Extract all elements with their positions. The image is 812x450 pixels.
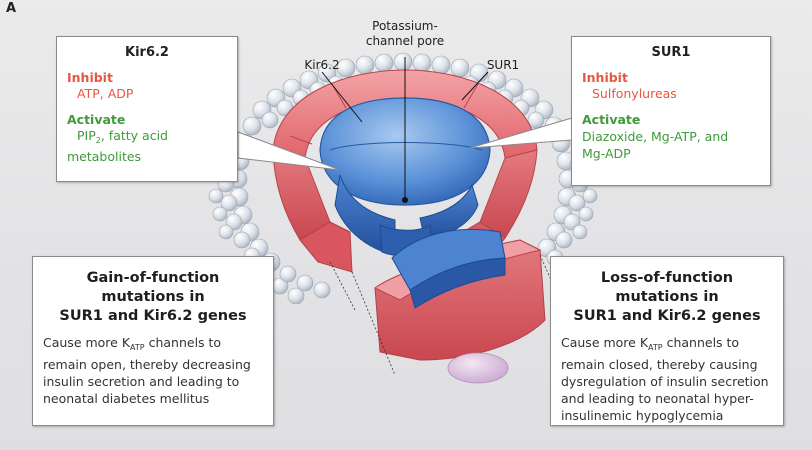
loss-body: Cause more KATP channels to remain close… [561,334,773,424]
kir-activate-heading: Activate [67,112,126,127]
kir-structure-label: Kir6.2 [304,58,340,72]
sur-activate-heading: Activate [582,112,641,127]
loss-of-function-box: Loss-of-function mutations in SUR1 and K… [550,256,784,426]
gain-body-line3: insulin secretion and leading to [43,374,240,389]
loss-body-line5: insulinemic hypoglycemia [561,408,724,423]
loss-body-pre: Cause more K [561,335,649,350]
gain-body-line1: Cause more KATP channels to [43,334,263,356]
gain-title: Gain-of-function mutations in SUR1 and K… [43,269,263,326]
loss-body-sub: ATP [648,343,663,352]
kir-activate-line2: metabolites [67,149,142,164]
loss-body-line1: Cause more KATP channels to [561,334,773,356]
sur-inhibit-heading: Inhibit [582,70,628,85]
kir-activate-text: PIP2, fatty acid [67,128,227,149]
kir-activate-post: , fatty acid [100,128,168,143]
pore-label-line2: channel pore [365,34,445,48]
panel-letter: A [6,1,17,16]
kir-inhibit-text: ATP, ADP [77,86,134,101]
loss-body-line3: dysregulation of insulin secretion [561,374,769,389]
sur-inhibit-text: Sulfonylureas [592,86,677,101]
gain-body: Cause more KATP channels to remain open,… [43,334,263,407]
gain-body-sub: ATP [130,343,145,352]
loss-title-line2: SUR1 and Kir6.2 genes [573,308,761,324]
gain-of-function-box: Gain-of-function mutations in SUR1 and K… [32,256,274,426]
purple-domain [447,352,509,384]
loss-body-post: channels to [662,335,740,350]
pore-label: Potassium- channel pore [358,19,452,49]
sur-pointer [461,71,489,101]
loss-body-line4: and leading to neonatal hyper- [561,391,754,406]
gain-title-line2: SUR1 and Kir6.2 genes [59,308,247,324]
kir-activate-pre: PIP [77,128,96,143]
gain-title-line1: Gain-of-function mutations in [86,270,220,305]
gain-body-line2: remain open, thereby decreasing [43,357,251,372]
loss-title: Loss-of-function mutations in SUR1 and K… [561,269,773,326]
kir-box-wedge [237,131,341,171]
gain-body-post: channels to [144,335,222,350]
kir-pointer [321,71,363,123]
kir-activate-sub: 2 [95,136,101,145]
pore-label-line1: Potassium- [372,19,438,33]
pore-pointer [402,57,408,203]
kir-info-box: Kir6.2 Inhibit ATP, ADP Activate PIP2, f… [56,36,238,182]
sur-box-title: SUR1 [651,45,691,60]
gain-body-pre: Cause more K [43,335,131,350]
kir62-subunits [319,97,506,309]
sur-activate-line2: Mg-ADP [582,146,631,161]
kir-inhibit-heading: Inhibit [67,70,113,85]
loss-title-line1: Loss-of-function mutations in [600,270,734,305]
sur-activate-line1: Diazoxide, Mg-ATP, and [582,129,729,144]
gain-body-line4: neonatal diabetes mellitus [43,391,210,406]
loss-body-line2: remain closed, thereby causing [561,357,758,372]
kir-box-title: Kir6.2 [125,45,169,60]
sur-info-box: SUR1 Inhibit Sulfonylureas Activate Diaz… [571,36,771,186]
sur-structure-label: SUR1 [486,58,520,72]
